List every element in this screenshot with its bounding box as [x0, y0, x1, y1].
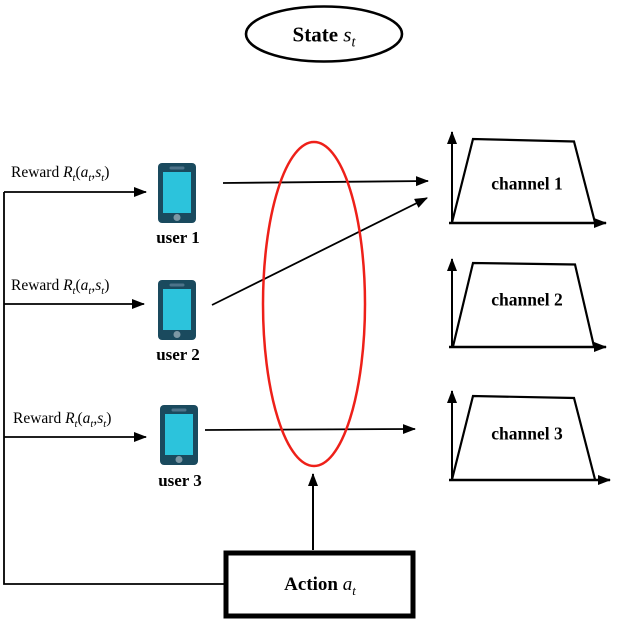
channel2-trapezoid — [451, 261, 596, 347]
user1-phone-icon — [158, 163, 196, 223]
action-label: Action at — [284, 574, 356, 598]
channel3-label: channel 3 — [491, 423, 563, 444]
state-label: State st — [292, 22, 356, 51]
channel2-label: channel 2 — [491, 289, 563, 310]
channel-selection-ellipse — [261, 140, 367, 468]
action-box — [223, 550, 416, 619]
channel3-trapezoid — [450, 394, 597, 480]
reward-label-user3: Reward Rt(at,st) — [13, 410, 112, 431]
reward-label-user2: Reward Rt(at,st) — [11, 277, 110, 298]
arrow-user3-channel3 — [204, 424, 416, 435]
reward-label-user1: Reward Rt(at,st) — [11, 164, 110, 185]
state-ellipse — [244, 5, 404, 63]
user3-phone-icon — [160, 405, 198, 465]
channel1-label: channel 1 — [491, 173, 563, 194]
channel1-plot — [447, 131, 607, 228]
user2-label: user 2 — [156, 345, 200, 364]
channel3-plot — [447, 390, 611, 485]
channel1-trapezoid — [450, 137, 597, 223]
channel2-plot — [447, 258, 607, 352]
user3-label: user 3 — [158, 471, 202, 490]
user2-phone-icon — [158, 280, 196, 340]
reward-feedback-line — [3, 192, 226, 585]
arrow-user1-channel1 — [222, 176, 429, 187]
arrow-user2-channel1 — [211, 197, 428, 306]
user1-label: user 1 — [156, 228, 200, 247]
